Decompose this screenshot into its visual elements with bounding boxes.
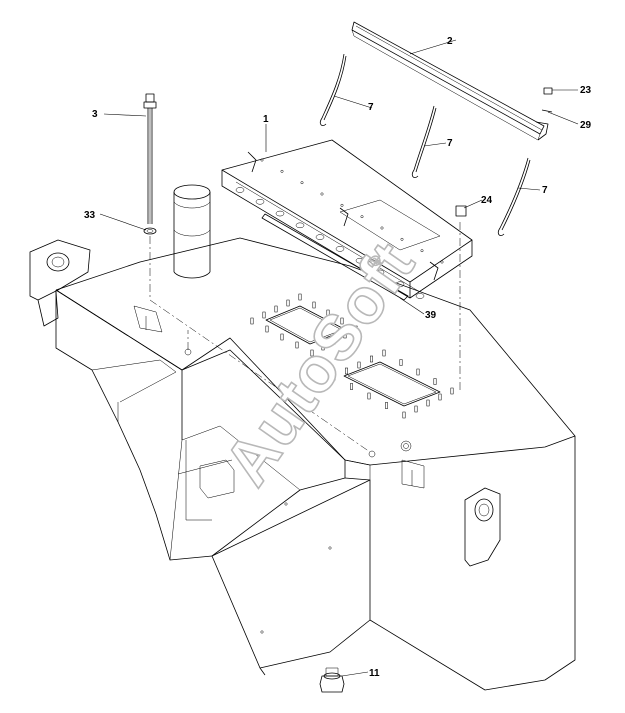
- callout-39: 39: [425, 310, 437, 321]
- stud: [426, 399, 430, 407]
- stud: [382, 349, 386, 357]
- stud: [357, 361, 361, 369]
- leader-lines: [99, 39, 579, 677]
- stud: [310, 349, 314, 357]
- stud: [399, 359, 403, 366]
- callout-29: 29: [580, 120, 592, 131]
- tray-bolt-hole: [340, 203, 344, 207]
- stud: [312, 301, 316, 309]
- stud: [416, 368, 420, 376]
- watermark: AutoSoft ®: [209, 228, 429, 499]
- stud: [433, 378, 437, 385]
- tray-bolt-hole: [260, 158, 264, 162]
- tray-hole: [315, 234, 325, 240]
- stud: [295, 341, 299, 349]
- tray-hole: [355, 257, 365, 264]
- stud: [332, 373, 336, 381]
- tank-body: [29, 237, 576, 691]
- callout-23: 23: [580, 85, 592, 96]
- tray-bolt-hole: [360, 215, 364, 219]
- part-3-rod: [143, 93, 157, 235]
- stud: [340, 317, 344, 325]
- watermark-text: AutoSoft: [210, 229, 429, 498]
- tray-bolt-hole: [400, 237, 404, 241]
- stud: [280, 333, 284, 341]
- stud: [354, 325, 358, 333]
- stud: [438, 393, 442, 401]
- part-2-rail: [351, 21, 549, 141]
- tray-hole: [255, 199, 265, 205]
- callout-2: 2: [447, 36, 453, 47]
- stud: [250, 317, 254, 325]
- stud: [402, 411, 406, 419]
- stud: [350, 383, 353, 390]
- callout-33: 33: [84, 210, 96, 221]
- stud: [265, 325, 269, 333]
- stud: [262, 311, 266, 319]
- stud: [367, 392, 371, 400]
- tray-hole: [335, 246, 345, 252]
- inspection-openings: [250, 293, 454, 419]
- part-1-tray: [221, 139, 473, 301]
- callout-3: 3: [92, 109, 98, 120]
- stud: [298, 293, 302, 301]
- stud: [332, 337, 336, 345]
- tray-bolt-hole: [280, 169, 284, 173]
- stud: [286, 299, 290, 307]
- center-lines: [149, 222, 461, 453]
- callout-7-first: 7: [368, 102, 374, 113]
- tray-hole: [375, 269, 385, 276]
- part-7-hooks: [319, 53, 531, 236]
- tray-bolt-hole: [300, 181, 304, 185]
- callout-11: 11: [369, 668, 380, 679]
- tray-hole: [395, 281, 405, 287]
- stud: [345, 367, 348, 375]
- filter-cylinder: [173, 184, 211, 279]
- tray-holes: [235, 158, 444, 299]
- tray-bolt-hole: [440, 260, 444, 264]
- tray-hole: [295, 222, 305, 229]
- stud: [414, 405, 418, 413]
- callout-7-third: 7: [542, 185, 548, 196]
- tray-bolt-hole: [420, 249, 424, 253]
- stud: [343, 331, 347, 339]
- tray-hole: [235, 187, 245, 193]
- callout-24: 24: [481, 195, 493, 206]
- tray-bolt-hole: [320, 192, 324, 196]
- callout-1: 1: [263, 114, 269, 125]
- stud: [385, 402, 388, 409]
- tray-hole: [415, 293, 425, 299]
- tray-hole: [275, 210, 285, 217]
- stud: [370, 355, 373, 363]
- mounting-studs: [250, 293, 454, 419]
- tray-bolt-hole: [380, 226, 384, 230]
- stud: [450, 387, 454, 395]
- stud: [326, 309, 330, 317]
- callout-7-second: 7: [447, 138, 453, 149]
- stud: [274, 305, 278, 313]
- callouts: 2 3 33 1 7 7 7 23 29 24 39 11: [84, 36, 592, 679]
- stud: [321, 343, 325, 351]
